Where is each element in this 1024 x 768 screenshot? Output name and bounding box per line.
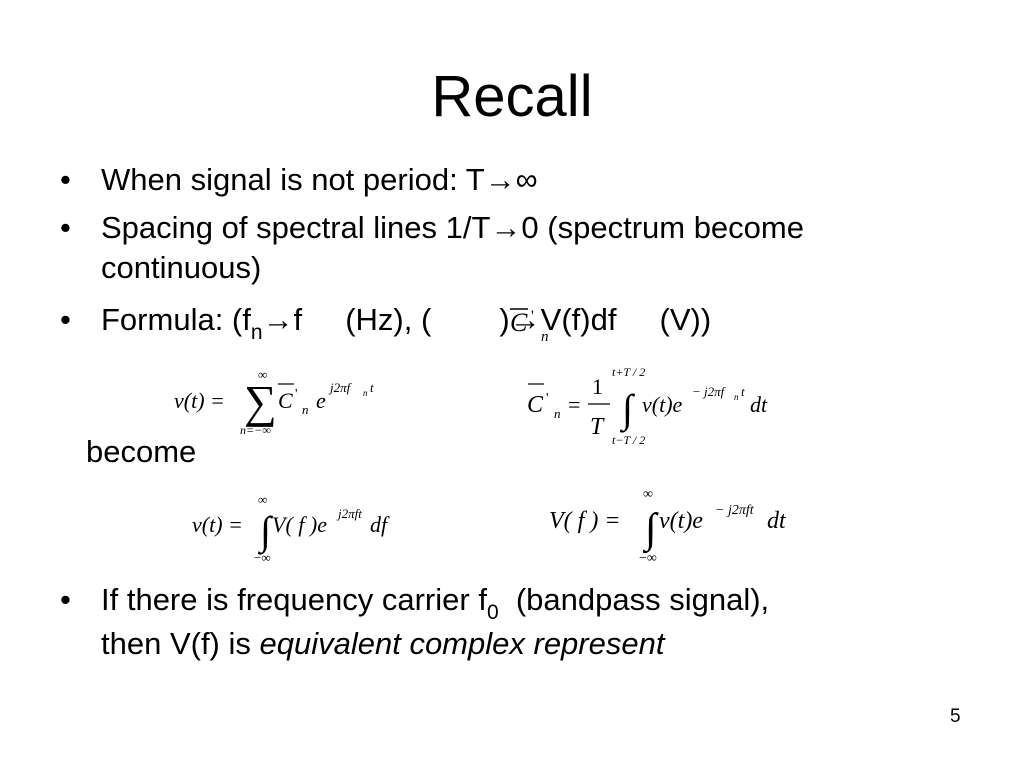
coef-n: n	[554, 406, 561, 421]
integral-symbol: ∫	[619, 386, 636, 433]
formula-text-pre: Formula: (f	[101, 302, 251, 337]
formula-text-post: )→V(f)df (V))	[499, 302, 712, 337]
bullet-text-1: When signal is not period: T→∞	[101, 162, 538, 197]
coef-exponent: − j2πf	[692, 384, 727, 399]
carrier-text-pre: If there is frequency carrier f	[101, 582, 487, 617]
series-exponent-sub: n	[363, 388, 368, 398]
series-lhs: v(t) =	[174, 388, 225, 413]
forward-exponent: − j2πft	[715, 503, 755, 518]
coef-equals: =	[568, 392, 580, 417]
become-label: become	[86, 434, 197, 469]
sum-lower-limit: n=−∞	[240, 423, 271, 437]
coef-dt: dt	[750, 392, 768, 417]
bullet-text-4-line2: then V(f) is equivalent complex represen…	[101, 624, 769, 664]
bullet-item-1: • When signal is not period: T→∞	[60, 160, 538, 200]
integral-symbol: ∫	[642, 506, 659, 554]
page-number: 5	[950, 706, 961, 727]
fraction-denominator: T	[590, 414, 605, 440]
series-e: e	[316, 388, 326, 413]
sum-upper-limit: ∞	[258, 367, 267, 382]
integral-upper-limit: ∞	[643, 487, 653, 502]
formula-text-mid: →f (Hz), (	[262, 302, 432, 337]
series-exponent: j2πf	[328, 380, 353, 395]
series-prime: '	[295, 387, 298, 402]
inverse-fourier-transform-formula: v(t) = ∞ ∫ −∞ V( f )e j2πft df	[192, 490, 422, 570]
carrier-text-post: (bandpass signal),	[498, 582, 770, 617]
integral-upper-limit: ∞	[258, 492, 267, 507]
carrier-line2-italic: equivalent complex represent	[259, 626, 665, 661]
subscript-0: 0	[486, 601, 499, 624]
subscript-n: n	[250, 321, 263, 344]
integral-lower-limit: −∞	[639, 551, 657, 566]
bullet-item-3: • Formula: (fn→f (Hz), ()→V(f)df (V))	[60, 300, 711, 344]
integral-upper-limit: t+T / 2	[612, 365, 645, 379]
series-n: n	[302, 402, 309, 417]
coef-c: C	[527, 392, 544, 418]
coef-prime: '	[546, 391, 549, 406]
fourier-series-formula: v(t) = ∞ ∑ n=−∞ C ' n e j2πf n t	[174, 362, 414, 442]
fourier-transform-formula: V( f ) = ∞ ∫ −∞ v(t)e − j2πft dt	[549, 484, 809, 570]
fourier-coefficient-formula: C ' n = 1 T t+T / 2 ∫ t−T / 2 v(t)e − j2…	[524, 362, 794, 452]
bullet-marker: •	[60, 582, 71, 617]
bullet-text-4-line1: If there is frequency carrier f0 (bandpa…	[101, 580, 769, 624]
sigma-symbol: ∑	[244, 376, 277, 427]
bullet-marker: •	[60, 162, 71, 197]
coef-exponent-t: t	[741, 384, 745, 399]
inverse-df: df	[370, 512, 390, 537]
integral-symbol: ∫	[257, 508, 274, 555]
carrier-line2-plain: then V(f) is	[101, 626, 260, 661]
bullet-marker: •	[60, 302, 71, 337]
coef-integrand: v(t)e	[642, 392, 683, 417]
inverse-exponent: j2πft	[336, 506, 362, 521]
series-c: C	[278, 388, 293, 413]
inverse-integrand: V( f )e	[272, 512, 327, 537]
forward-dt: dt	[767, 508, 787, 534]
forward-integrand: v(t)e	[659, 508, 703, 534]
coef-exponent-sub: n	[734, 392, 739, 402]
inverse-lhs: v(t) =	[192, 512, 243, 537]
slide-title: Recall	[431, 64, 593, 129]
forward-lhs: V( f ) =	[549, 508, 621, 534]
inline-coefficient-symbol: C ' n	[504, 297, 564, 347]
fraction-numerator: 1	[592, 374, 603, 399]
coef-c: C	[510, 308, 528, 337]
coef-prime: '	[531, 308, 534, 325]
coef-n: n	[541, 329, 549, 345]
bullet-item-2: • Spacing of spectral lines 1/T→0 (spect…	[60, 208, 804, 288]
bullet-text-3: Formula: (fn→f (Hz), ()→V(f)df (V))	[101, 300, 711, 344]
integral-lower-limit: −∞	[254, 550, 271, 565]
bullet-item-4: • If there is frequency carrier f0 (band…	[60, 580, 769, 664]
series-exponent-t: t	[370, 380, 374, 395]
bullet-text-2-line1: Spacing of spectral lines 1/T→0 (spectru…	[101, 210, 804, 245]
bullet-marker: •	[60, 210, 71, 245]
bullet-text-2-line2: continuous)	[101, 250, 262, 285]
integral-lower-limit: t−T / 2	[612, 433, 645, 447]
